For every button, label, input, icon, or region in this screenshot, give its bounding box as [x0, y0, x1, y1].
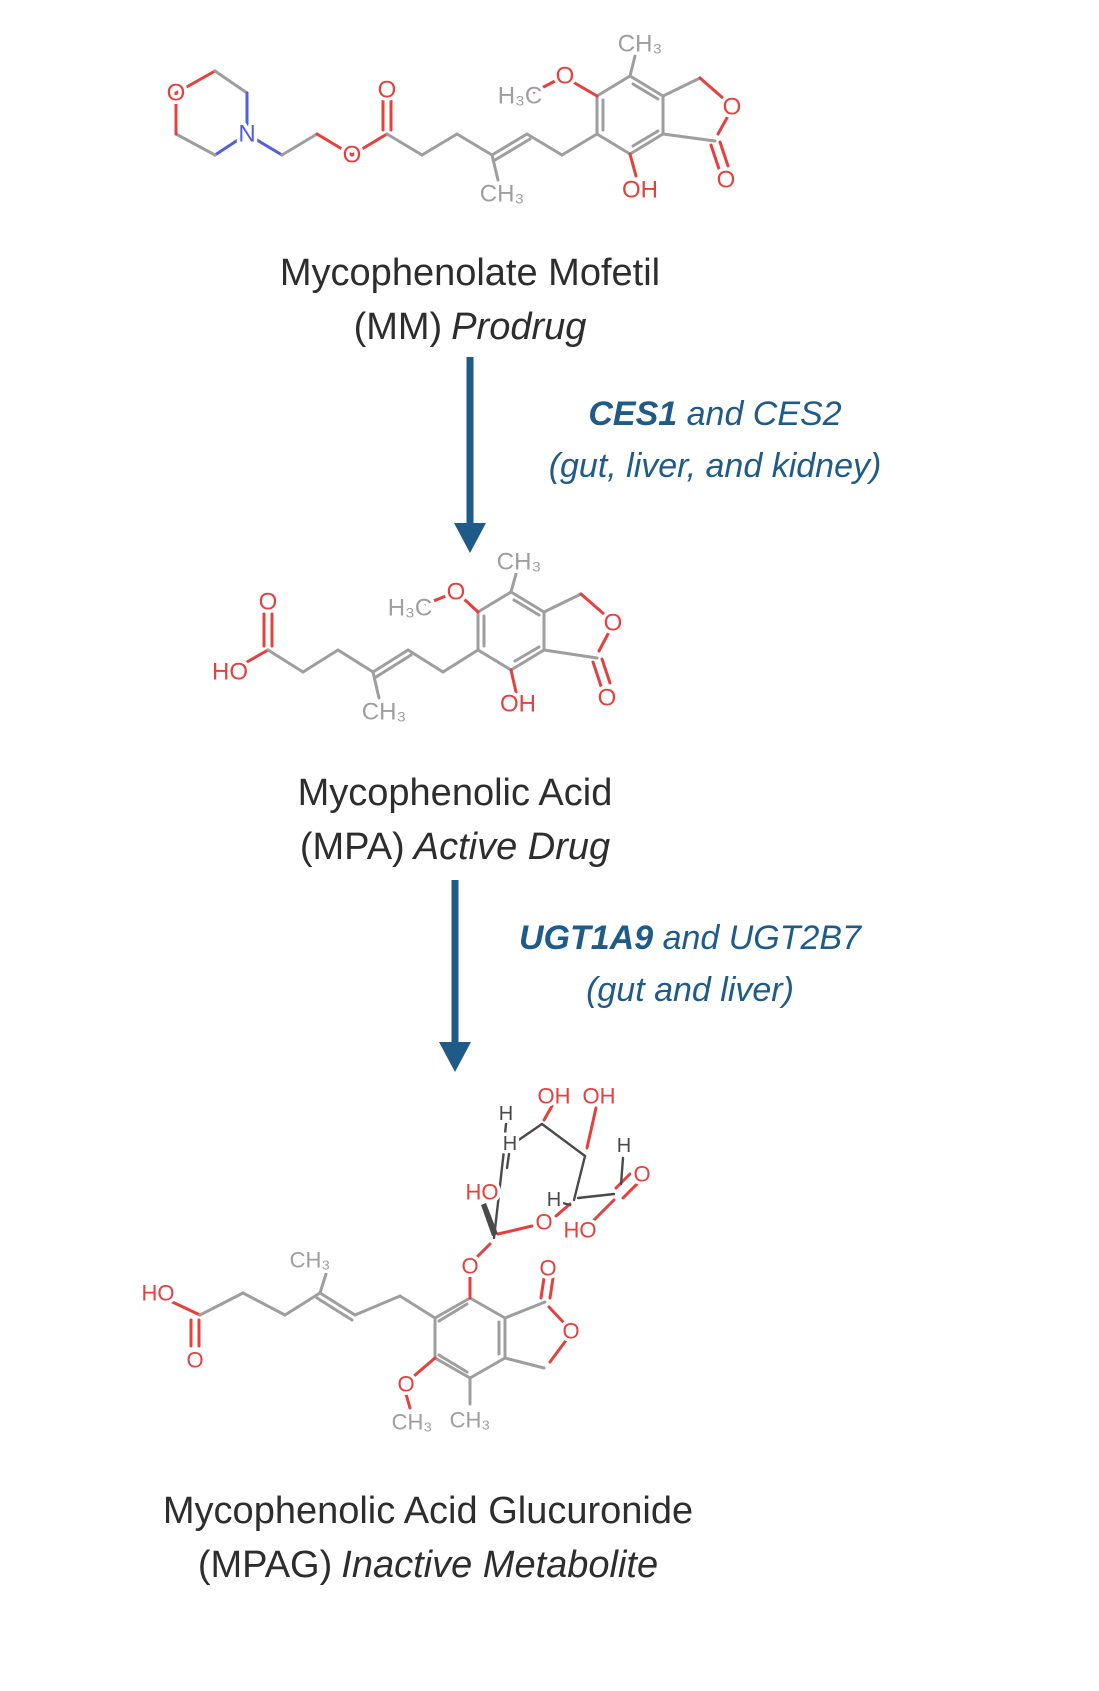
hydroxyl-group-label: HO [142, 1281, 175, 1306]
oxygen-atom-label: O [378, 77, 397, 104]
enzyme-name: CES1 [588, 395, 678, 433]
compound-name: Mycophenolic Acid [297, 772, 613, 814]
hydrogen-atom-label: H [503, 1133, 517, 1155]
mpag-structure: OH OH H H HO H O HO H O O CH₃ HO O O O O… [138, 1080, 654, 1438]
mpa-caption: Mycophenolic Acid (MPA)Active Drug [195, 766, 715, 874]
benzene-ring [424, 572, 546, 694]
compound-abbr: (MPAG) [197, 1544, 333, 1586]
step2-tissues: (gut and liver) [586, 971, 794, 1009]
mm-structure: O N O O CH₃ H₃C O CH₃ O O OH [163, 27, 745, 211]
hydroxyl-group-label: HO [466, 1180, 499, 1205]
enzyme-name: UGT1A9 [518, 919, 654, 957]
oxygen-atom-label: O [167, 80, 186, 107]
mpag-atom-labels: OH OH H H HO H O HO H O O CH₃ HO O O O O… [138, 1080, 654, 1438]
oxygen-atom-label: O [539, 1256, 556, 1281]
step2-enzyme-label: UGT1A9 and UGT2B7 (gut and liver) [470, 912, 910, 1016]
hydroxyl-group-label: HO [564, 1218, 597, 1243]
hydroxyl-group-label: OH [622, 177, 658, 204]
oxygen-atom-label: O [535, 1210, 552, 1235]
reaction-arrow-2 [439, 880, 471, 1072]
oxygen-atom-label: O [723, 94, 742, 121]
hydroxyl-group-label: OH [538, 1084, 571, 1109]
benzene-ring [532, 54, 665, 178]
hydrogen-atom-label: H [617, 1135, 631, 1157]
compound-role: Inactive Metabolite [341, 1544, 659, 1586]
methyl-group-label: CH₃ [392, 1410, 433, 1435]
glucuronide-ring [474, 1104, 639, 1260]
oxygen-atom-label: O [598, 685, 617, 712]
mm-caption: Mycophenolate Mofetil (MM)Prodrug [210, 246, 730, 354]
lactone-ring [661, 76, 730, 171]
methyl-group-label: CH₃ [480, 181, 524, 208]
compound-name: Mycophenolic Acid Glucuronide [162, 1490, 694, 1532]
oxygen-atom-label: O [186, 1348, 203, 1373]
carboxylic-acid-chain [238, 612, 480, 700]
step1-tissues: (gut, liver, and kidney) [548, 447, 882, 485]
step1-enzymes: CES1 and CES2 [500, 388, 930, 440]
mpa-atom-labels: HO O CH₃ H₃C O CH₃ O O OH [209, 545, 626, 727]
lactone-ring [542, 592, 612, 688]
oxygen-atom-label: O [604, 610, 623, 637]
enzyme-rest: and CES2 [677, 395, 842, 433]
oxygen-atom-label: O [717, 167, 736, 194]
methyl-group-label: CH₃ [290, 1248, 331, 1273]
hydrogen-atom-label: H [499, 1103, 513, 1125]
methyl-group-label: CH₃ [497, 549, 541, 576]
oxygen-atom-label: O [562, 1319, 579, 1344]
enzyme-rest: and UGT2B7 [653, 919, 862, 957]
compound-name: Mycophenolate Mofetil [279, 252, 661, 294]
methyl-group-label: H₃C [498, 83, 542, 110]
oxygen-atom-label: O [633, 1162, 650, 1187]
compound-role: Prodrug [451, 306, 587, 348]
oxygen-atom-label: O [461, 1254, 478, 1279]
hydrogen-atom-label: H [547, 1189, 561, 1211]
hydroxyl-group-label: OH [500, 691, 536, 718]
compound-abbr: (MPA) [299, 826, 405, 868]
nitrogen-atom-label: N [238, 121, 255, 148]
benzene-ring [404, 1274, 507, 1410]
mpag-caption: Mycophenolic Acid Glucuronide (MPAG)Inac… [118, 1484, 738, 1592]
carboxylic-acid-chain [164, 1272, 437, 1348]
methyl-group-label: H₃C [388, 595, 432, 622]
compound-role: Active Drug [413, 826, 611, 868]
oxygen-atom-label: O [259, 589, 278, 616]
hydroxyl-group-label: OH [583, 1084, 616, 1109]
mm-atom-labels: O N O O CH₃ H₃C O CH₃ O O OH [163, 27, 745, 211]
methyl-group-label: CH₃ [362, 699, 406, 726]
methyl-group-label: CH₃ [618, 31, 662, 58]
lactone-ring [503, 1276, 569, 1370]
oxygen-atom-label: O [397, 1372, 414, 1397]
ester-chain [245, 98, 599, 182]
oxygen-atom-label: O [447, 579, 466, 606]
methyl-group-label: CH₃ [450, 1408, 491, 1433]
mpa-structure: HO O CH₃ H₃C O CH₃ O O OH [209, 545, 626, 727]
hydroxyl-group-label: HO [212, 659, 248, 686]
step1-enzyme-label: CES1 and CES2 (gut, liver, and kidney) [500, 388, 930, 492]
oxygen-atom-label: O [343, 142, 362, 169]
reaction-arrow-1 [454, 357, 486, 553]
morpholine-ring [174, 69, 249, 157]
compound-abbr: (MM) [353, 306, 443, 348]
oxygen-atom-label: O [556, 63, 575, 90]
step2-enzymes: UGT1A9 and UGT2B7 [470, 912, 910, 964]
